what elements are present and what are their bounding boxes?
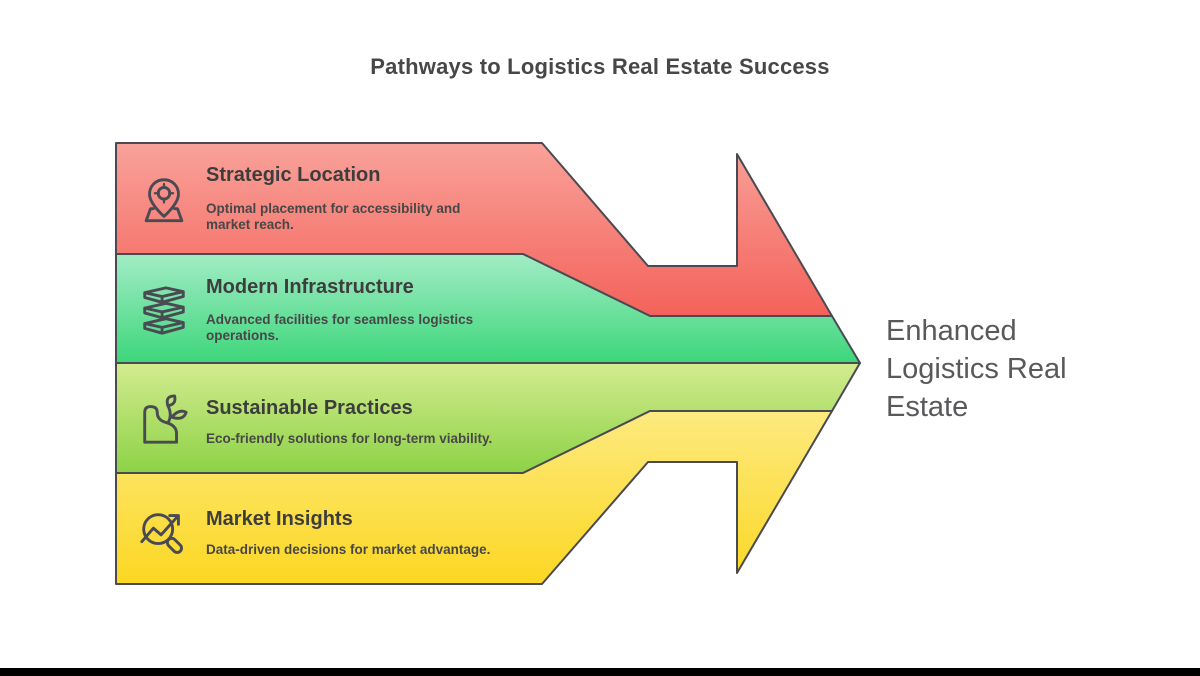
- page-title: Pathways to Logistics Real Estate Succes…: [370, 54, 830, 79]
- leaf-sprout-icon: [137, 394, 191, 450]
- band-heading: Strategic Location: [206, 164, 381, 186]
- bottom-letterbox-bar: [0, 668, 1200, 676]
- location-pin-icon: [137, 173, 191, 229]
- band-description: Advanced facilities for seamless logisti…: [206, 312, 474, 343]
- band-heading: Modern Infrastructure: [206, 276, 414, 298]
- trend-magnifier-icon: [136, 505, 190, 561]
- band-description: Eco-friendly solutions for long-term via…: [206, 431, 493, 446]
- result-label: Enhanced Logistics Real Estate: [886, 315, 1067, 423]
- band-shape-market-insights: [115, 410, 833, 585]
- band-description: Data-driven decisions for market advanta…: [206, 542, 491, 557]
- building-layers-icon: [137, 284, 191, 340]
- band-description: Optimal placement for accessibility and …: [206, 201, 461, 232]
- band-heading: Market Insights: [206, 508, 353, 530]
- band-heading: Sustainable Practices: [206, 397, 413, 419]
